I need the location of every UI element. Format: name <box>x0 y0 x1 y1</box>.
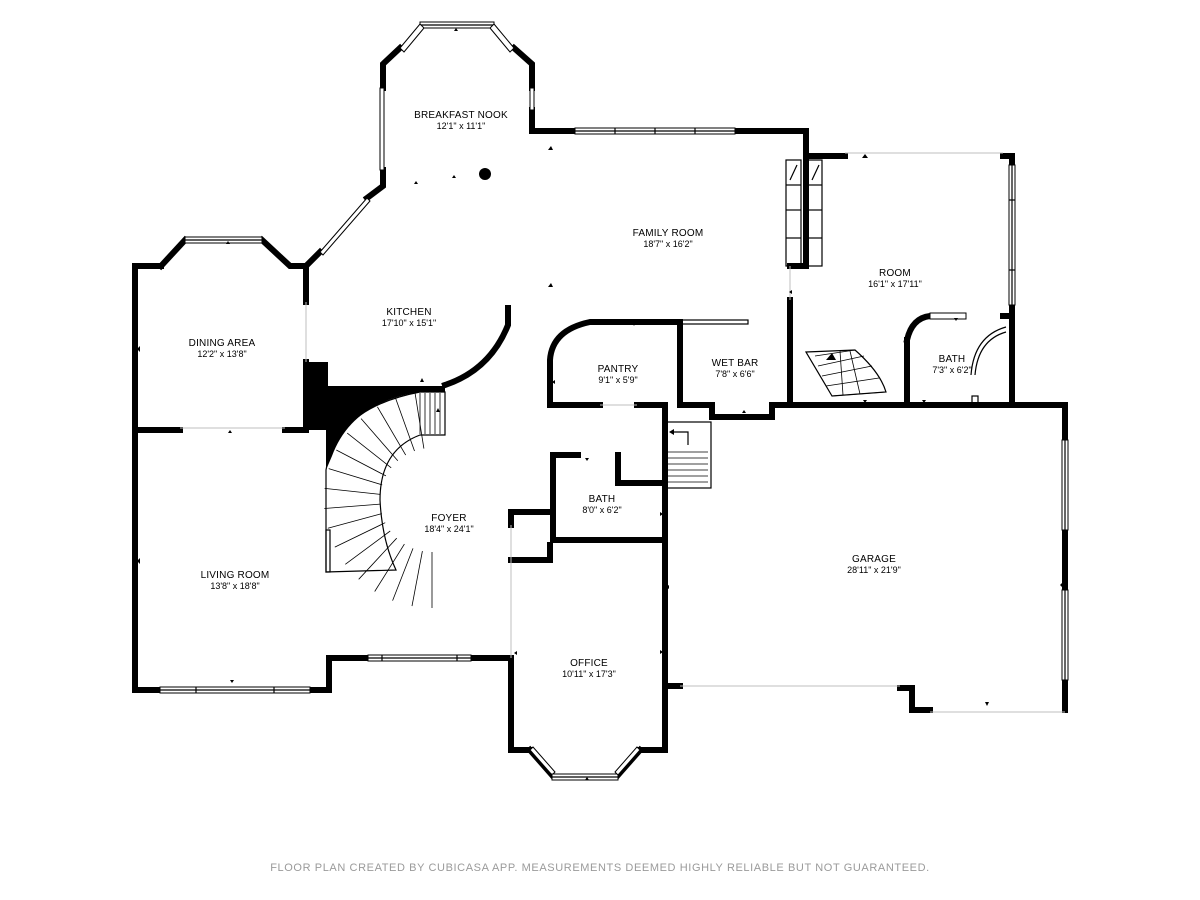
small-fixture <box>971 395 979 404</box>
kitchen-size: 17'10" x 15'1" <box>382 318 436 328</box>
fireplace <box>785 159 823 267</box>
stair-tread <box>395 398 415 452</box>
kitchen-counter <box>441 305 511 389</box>
garage-stairs <box>664 421 712 489</box>
room-labels: BREAKFAST NOOK 12'1" x 11'1" FAMILY ROOM… <box>189 110 972 679</box>
wet-bar-name: WET BAR <box>712 358 759 369</box>
pantry-size: 9'1" x 5'9" <box>598 375 637 385</box>
stair-tread <box>411 551 423 607</box>
dining-area-name: DINING AREA <box>189 338 256 349</box>
stair-tread <box>414 393 425 449</box>
stair-tread <box>360 418 399 462</box>
foyer-size: 18'4" x 24'1" <box>424 524 473 534</box>
windows <box>159 21 1069 781</box>
kitchen-name: KITCHEN <box>386 307 431 318</box>
stair-tread <box>392 548 414 601</box>
spiral-staircase <box>804 349 887 397</box>
foyer-name: FOYER <box>431 513 466 524</box>
bath-lower-name: BATH <box>589 494 616 505</box>
stair-tread <box>345 530 391 565</box>
living-room-size: 13'8" x 18'8" <box>210 581 259 591</box>
stair-tread <box>377 406 407 456</box>
stair-tread <box>328 468 383 486</box>
wet-bar-size: 7'8" x 6'6" <box>715 369 754 379</box>
garage-size: 28'11" x 21'9" <box>847 565 901 575</box>
foyer-staircase <box>303 362 446 608</box>
bath-upper-size: 7'3" x 6'2" <box>932 365 971 375</box>
column-post <box>479 168 491 180</box>
interior-walls <box>132 297 1015 780</box>
family-room-size: 18'7" x 16'2" <box>643 239 692 249</box>
stair-tread <box>327 513 382 529</box>
stair-tread <box>374 543 405 592</box>
room-name: ROOM <box>879 268 911 279</box>
dining-area-size: 12'2" x 13'8" <box>197 349 246 359</box>
breakfast-nook-name: BREAKFAST NOOK <box>414 110 508 121</box>
bath-upper-name: BATH <box>939 354 966 365</box>
stair-tread <box>324 503 381 509</box>
stair-tread <box>324 488 381 495</box>
stair-tread <box>358 537 397 580</box>
stair-tread <box>334 522 386 548</box>
footer-disclaimer: FLOOR PLAN CREATED BY CUBICASA APP. MEAS… <box>270 862 930 874</box>
office-size: 10'11" x 17'3" <box>562 669 616 679</box>
living-room-name: LIVING ROOM <box>201 570 270 581</box>
bath-lower-size: 8'0" x 6'2" <box>582 505 621 515</box>
pantry-name: PANTRY <box>598 364 639 375</box>
openings <box>180 152 1065 713</box>
stair-tread <box>346 432 392 469</box>
shower <box>970 326 1007 376</box>
office-name: OFFICE <box>570 658 608 669</box>
breakfast-nook-size: 12'1" x 11'1" <box>437 121 486 131</box>
family-room-name: FAMILY ROOM <box>633 228 704 239</box>
room-size: 16'1" x 17'11" <box>868 279 922 289</box>
stair-tread <box>336 449 387 477</box>
garage-name: GARAGE <box>852 554 896 565</box>
wall-ticks <box>137 28 1063 780</box>
